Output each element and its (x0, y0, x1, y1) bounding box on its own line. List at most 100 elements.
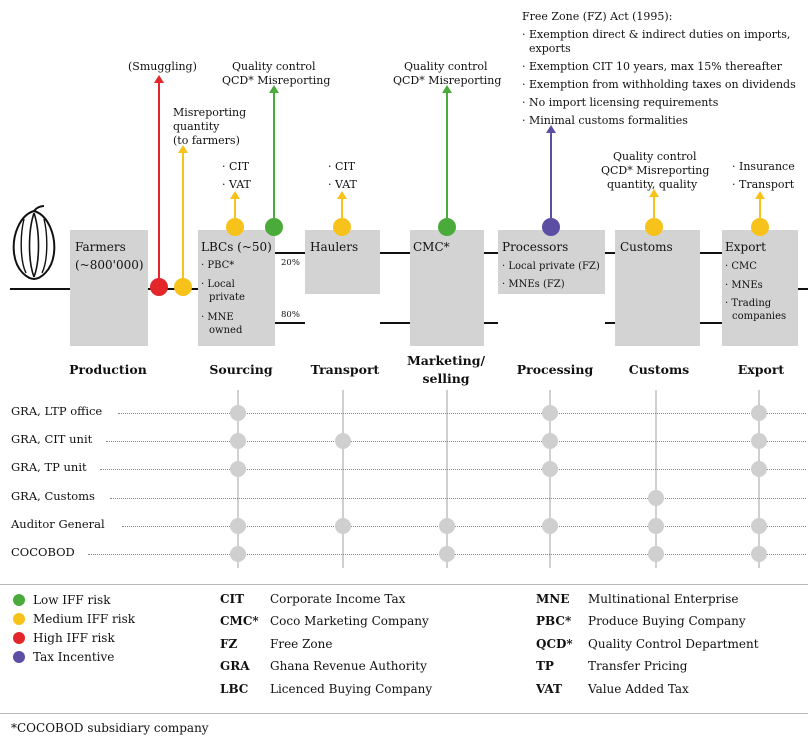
high-risk-legend-label: High IFF risk (33, 631, 115, 645)
fz-item-4: · No import licensing requirements (522, 96, 719, 109)
low-risk-dot-lbc (265, 218, 283, 236)
abbr-term: MNE (536, 592, 570, 606)
fz-item-2: · Exemption CIT 10 years, max 15% therea… (522, 60, 782, 73)
upper-flow-line-5 (700, 252, 722, 254)
abbr-definition: Produce Buying Company (588, 614, 746, 628)
actor-dot (542, 461, 558, 477)
grid-col-customs (655, 390, 657, 568)
actor-dot (751, 546, 767, 562)
export-note-2: · Transport (732, 178, 795, 191)
medium-risk-legend-label: Medium IFF risk (33, 612, 136, 626)
processors-box (498, 230, 605, 294)
lbc-qc-note-2: QCD* Misreporting (222, 74, 331, 87)
actor-row-label: Auditor General (11, 517, 105, 531)
pct-80-label: 80% (281, 310, 300, 320)
misreporting-note-2: quantity (173, 120, 220, 133)
actor-row-label: GRA, CIT unit (11, 432, 93, 446)
actor-dot (542, 433, 558, 449)
actor-dot (335, 518, 351, 534)
stage-transport: Transport (310, 362, 380, 377)
farmers-box (70, 230, 148, 346)
abbr-definition: Licenced Buying Company (270, 682, 433, 696)
smuggling-arrow (154, 75, 164, 278)
lbc-tax-arrow (230, 191, 240, 218)
cmc-box (410, 230, 484, 346)
actor-dot (230, 405, 246, 421)
stage-processing: Processing (516, 362, 594, 377)
actor-dot (542, 405, 558, 421)
stage-export: Export (737, 362, 785, 377)
stage-sourcing: Sourcing (209, 362, 273, 377)
export-note-1: · Insurance (732, 160, 795, 173)
lbcs-box (198, 230, 275, 346)
processors-label: Processors (502, 240, 569, 254)
fz-item-1b: exports (529, 42, 571, 55)
grid-col-export (758, 390, 760, 568)
haulers-label: Haulers (310, 240, 359, 254)
abbr-term: PBC* (536, 614, 572, 628)
actor-dot (542, 518, 558, 534)
haul-tax-arrow (337, 191, 347, 218)
fz-item-3: · Exemption from withholding taxes on di… (522, 78, 796, 91)
lower-flow-line-5 (700, 322, 722, 324)
upper-flow-line-3 (484, 252, 498, 254)
stage-marketing: Marketing/ (406, 353, 486, 368)
lbcs-sub-local-2: private (209, 292, 245, 303)
abbr-definition: Quality Control Department (588, 637, 759, 651)
low-risk-dot-cmc (438, 218, 456, 236)
abbr-definition: Ghana Revenue Authority (270, 659, 427, 673)
abbr-term: VAT (536, 682, 562, 696)
farmers-count: (~800'000) (75, 258, 144, 272)
abbr-term: GRA (220, 659, 250, 673)
high-risk-legend-dot (13, 632, 25, 644)
lower-flow-line (275, 322, 305, 324)
actor-dot (230, 518, 246, 534)
smuggling-note: (Smuggling) (128, 60, 197, 73)
abbr-term: TP (536, 659, 554, 673)
fz-arrow (546, 125, 556, 218)
low-risk-legend-dot (13, 594, 25, 606)
tax-incentive-legend-label: Tax Incentive (33, 650, 115, 664)
main-flow-line-2 (148, 288, 198, 290)
medium-risk-legend-dot (13, 613, 25, 625)
fz-item-1: · Exemption direct & indirect duties on … (522, 28, 791, 41)
grid-col-marketing (446, 390, 448, 568)
abbr-definition: Free Zone (270, 637, 333, 651)
customs-box (615, 230, 700, 346)
actor-dot (751, 433, 767, 449)
legend-separator (0, 584, 808, 585)
pct-20-label: 20% (281, 258, 300, 268)
abbr-definition: Multinational Enterprise (588, 592, 739, 606)
actor-dot (648, 546, 664, 562)
lbc-qc-arrow (269, 85, 279, 218)
grid-col-sourcing (237, 390, 239, 568)
lbcs-sub-pbc: · PBC* (201, 260, 235, 271)
abbr-term: CMC* (220, 614, 259, 628)
cmc-qc-note-1: Quality control (404, 60, 488, 73)
fz-item-5: · Minimal customs formalities (522, 114, 688, 127)
misreporting-note-1: Misreporting (173, 106, 247, 119)
customs-qc-note-1: Quality control (613, 150, 697, 163)
customs-qc-arrow (649, 189, 659, 218)
lbcs-label: LBCs (~50) (201, 240, 272, 254)
tax-incentive-dot (542, 218, 560, 236)
actor-row-leader (118, 413, 806, 414)
low-risk-legend-label: Low IFF risk (33, 593, 111, 607)
actor-dot (751, 405, 767, 421)
actor-dot (439, 546, 455, 562)
actor-dot (439, 518, 455, 534)
actor-dot (751, 461, 767, 477)
footnote: *COCOBOD subsidiary company (11, 721, 209, 735)
abbr-definition: Transfer Pricing (588, 659, 688, 673)
footnote-separator (0, 713, 808, 714)
cmc-qc-arrow (442, 85, 452, 218)
export-sub-cmc: · CMC (725, 261, 757, 272)
medium-risk-dot-lbc (226, 218, 244, 236)
lbc-tax-note-1: · CIT (222, 160, 250, 173)
abbr-term: QCD* (536, 637, 573, 651)
export-label: Export (725, 240, 766, 254)
lower-flow-line-3 (484, 322, 498, 324)
actor-row-leader (106, 441, 806, 442)
actor-dot (230, 433, 246, 449)
